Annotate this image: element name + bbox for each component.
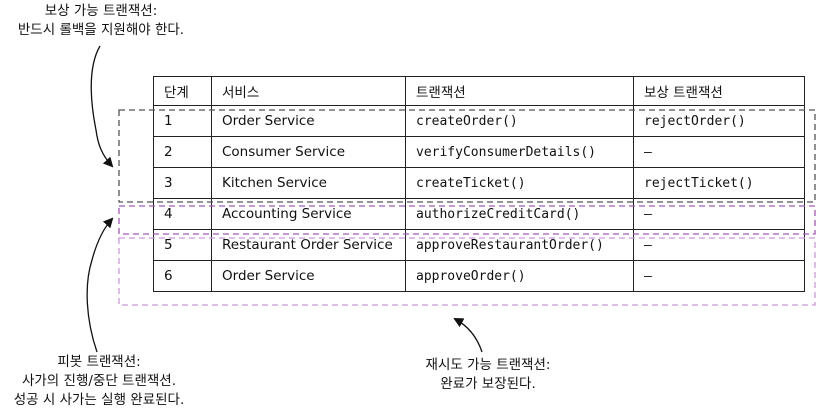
header-step: 단계 xyxy=(153,76,212,106)
retriable-note-desc: 완료가 보장된다. xyxy=(440,376,536,392)
table-row: 2 Consumer Service verifyConsumerDetails… xyxy=(153,136,805,168)
pivot-note: 피봇 트랜잭션: 사가의 진행/중단 트랜잭션. 성공 시 사가는 실행 완료된… xyxy=(4,353,194,410)
retriable-arrow-icon xyxy=(453,318,483,353)
retriable-group-box xyxy=(118,237,816,306)
cell-transaction: authorizeCreditCard() xyxy=(405,198,634,230)
pivot-group-box xyxy=(118,205,816,235)
compensatable-arrow-icon xyxy=(90,45,114,168)
pivot-note-desc: 사가의 진행/중단 트랜잭션. xyxy=(21,373,177,389)
cell-step: 5 xyxy=(153,229,212,261)
retriable-note-title: 재시도 가능 트랜잭션: xyxy=(425,357,551,373)
compensatable-note: 보상 가능 트랜잭션: 반드시 롤백을 지원해야 한다. xyxy=(2,2,200,40)
saga-steps-table: 단계 서비스 트랜잭션 보상 트랜잭션 1 Order Service crea… xyxy=(153,76,805,292)
retriable-note: 재시도 가능 트랜잭션: 완료가 보장된다. xyxy=(398,356,578,394)
pivot-note-title: 피봇 트랜잭션: xyxy=(57,354,141,370)
cell-transaction: verifyConsumerDetails() xyxy=(405,136,634,168)
compensatable-note-desc: 반드시 롤백을 지원해야 한다. xyxy=(17,22,185,38)
compensatable-note-title: 보상 가능 트랜잭션: xyxy=(44,3,158,19)
cell-service: Order Service xyxy=(211,260,406,292)
cell-compensation: – xyxy=(633,198,805,230)
cell-service: Accounting Service xyxy=(211,198,406,230)
header-compensation: 보상 트랜잭션 xyxy=(633,76,805,106)
table-row: 6 Order Service approveOrder() – xyxy=(153,260,805,292)
pivot-note-result: 성공 시 사가는 실행 완료된다. xyxy=(13,392,185,408)
table-header-row: 단계 서비스 트랜잭션 보상 트랜잭션 xyxy=(153,76,805,106)
cell-step: 6 xyxy=(153,260,212,292)
cell-compensation: – xyxy=(633,260,805,292)
cell-service: Consumer Service xyxy=(211,136,406,168)
pivot-arrow-icon xyxy=(86,217,114,353)
cell-compensation: – xyxy=(633,136,805,168)
table-row: 4 Accounting Service authorizeCreditCard… xyxy=(153,198,805,230)
table-row: 3 Kitchen Service createTicket() rejectT… xyxy=(153,167,805,199)
cell-transaction: approveOrder() xyxy=(405,260,634,292)
compensatable-group-box xyxy=(118,109,816,203)
